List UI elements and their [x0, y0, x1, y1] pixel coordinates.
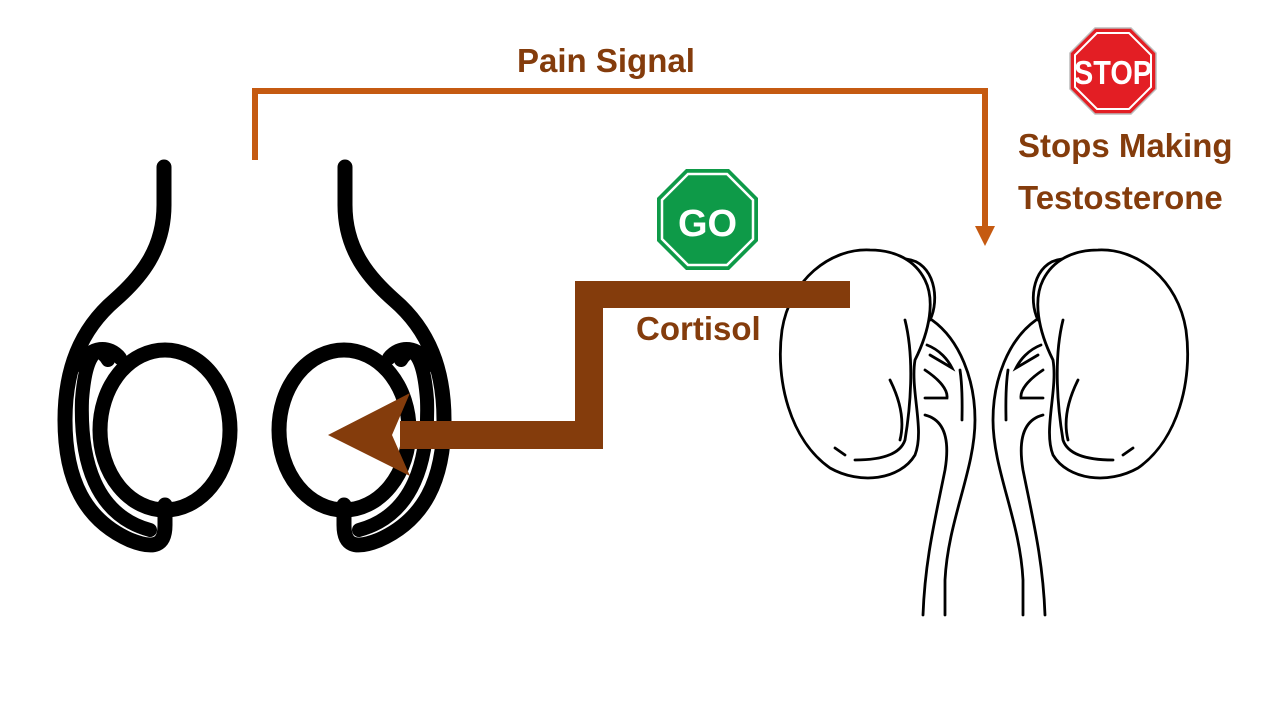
- left-vessel-a: [925, 343, 956, 372]
- left-adrenal: [904, 257, 937, 322]
- go-sign-inner-border: [660, 172, 755, 267]
- pain-signal-line: [252, 88, 988, 232]
- pain-signal-label: Pain Signal: [517, 42, 695, 79]
- right-ureter-inner: [1019, 413, 1047, 617]
- right-vessel-b: [1019, 368, 1045, 400]
- go-sign-icon: GO: [657, 169, 758, 270]
- testes-icon: [57, 159, 452, 553]
- right-adrenal: [1031, 257, 1064, 322]
- left-ureter-outer: [930, 318, 977, 617]
- cortisol-arrow: [328, 281, 850, 476]
- cortisol-arrow-body: [400, 281, 850, 449]
- pain-signal-arrowhead: [975, 226, 995, 246]
- kidneys-adrenal-icon: [778, 248, 1190, 617]
- left-kidney: [778, 248, 932, 480]
- left-ureter-inner: [921, 413, 949, 617]
- stop-sign-icon: STOP: [1069, 27, 1157, 115]
- pain-signal-arrow: [252, 88, 995, 246]
- right-kidney-detail: [1121, 446, 1135, 457]
- left-kidney-inner: [853, 318, 913, 462]
- left-epididymis-top: [73, 342, 127, 372]
- stops-label-line-1: Stops Making: [1018, 127, 1233, 164]
- left-kidney-detail2: [888, 378, 904, 442]
- stop-sign-text: STOP: [1074, 54, 1152, 91]
- go-sign-octagon: [657, 169, 758, 270]
- left-vessel-b: [923, 368, 949, 400]
- right-kidney: [1036, 248, 1190, 480]
- left-testis: [92, 342, 238, 518]
- cortisol-arrowhead: [328, 393, 410, 476]
- stops-label-line-2: Testosterone: [1018, 179, 1223, 216]
- stops-making-testosterone-label: Stops Making Testosterone: [1018, 120, 1233, 224]
- stop-sign-inner-border: [1074, 32, 1152, 110]
- cortisol-label: Cortisol: [636, 310, 761, 347]
- stop-sign-octagon: [1069, 27, 1157, 115]
- left-vessel-c: [958, 368, 964, 422]
- left-kidney-detail: [833, 446, 847, 457]
- go-sign-text: GO: [678, 203, 737, 245]
- right-vessel-c: [1004, 368, 1010, 422]
- right-ureter-outer: [991, 318, 1038, 617]
- right-kidney-inner: [1055, 318, 1115, 462]
- left-cord: [57, 159, 173, 553]
- right-cord: [336, 159, 452, 553]
- right-vessel-a: [1012, 343, 1043, 372]
- right-epididymis-top: [382, 342, 436, 372]
- right-kidney-detail2: [1064, 378, 1080, 442]
